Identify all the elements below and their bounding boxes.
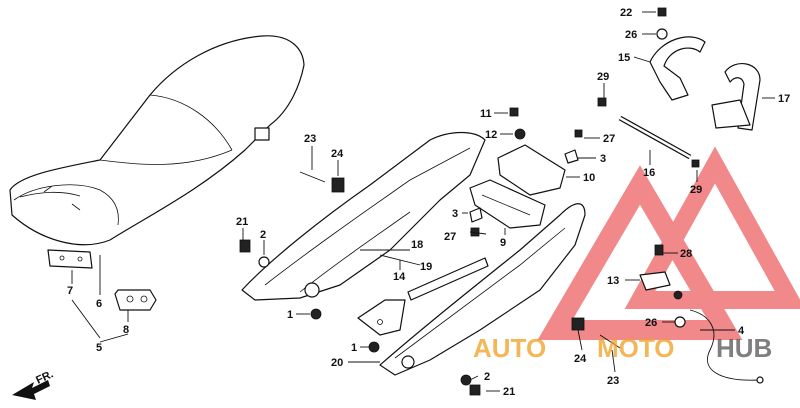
strip-19 [407, 257, 489, 301]
callout-16: 16 [643, 167, 655, 179]
callout-29: 29 [597, 71, 609, 83]
callout-4: 4 [738, 325, 745, 337]
callout-29: 29 [690, 184, 702, 196]
callout-27: 27 [603, 133, 615, 145]
watermark-auto: AUTO [473, 333, 546, 363]
watermark-hub: HUB [716, 333, 772, 363]
watermark-moto: MOTO [597, 333, 675, 363]
watermark-logo [537, 146, 800, 340]
watermark-text: AUTO MOTO HUB [473, 333, 772, 363]
seat-bracket-8 [114, 289, 157, 311]
rod-16 [618, 115, 692, 160]
callout-18: 18 [411, 239, 423, 251]
side-cover-right [379, 203, 586, 376]
callout-19: 19 [420, 261, 432, 273]
seat-bracket-7 [47, 249, 93, 269]
callout-2: 2 [484, 371, 490, 383]
callout-5: 5 [96, 342, 102, 354]
callout-21: 21 [503, 386, 515, 398]
callout-17: 17 [778, 93, 790, 105]
callout-27: 27 [444, 231, 456, 243]
callout-2: 2 [260, 229, 266, 241]
seat [9, 35, 305, 246]
tail-housing-10 [497, 144, 566, 196]
hardware [239, 7, 700, 396]
callout-labels: 22 26 15 17 29 11 12 27 3 16 10 29 23 24… [67, 7, 790, 398]
callout-8: 8 [123, 324, 129, 336]
callout-1: 1 [287, 309, 293, 321]
callout-26: 26 [625, 29, 637, 41]
callout-26: 26 [645, 317, 657, 329]
callout-7: 7 [67, 285, 73, 297]
callout-3: 3 [452, 208, 458, 220]
callout-6: 6 [96, 298, 102, 310]
callout-13: 13 [607, 275, 619, 287]
front-label: FR. [34, 368, 55, 386]
callout-9: 9 [500, 237, 506, 249]
grab-rail-15 [649, 36, 706, 101]
side-cover-left [241, 131, 486, 301]
callout-12: 12 [485, 129, 497, 141]
callout-14: 14 [393, 271, 406, 283]
callout-23: 23 [304, 133, 316, 145]
bracket-9 [469, 179, 546, 229]
seat-lock-13 [639, 271, 683, 300]
grab-rail-17 [711, 63, 761, 131]
callout-15: 15 [618, 52, 630, 64]
callout-3: 3 [600, 153, 606, 165]
leader-lines [71, 11, 775, 392]
callout-24: 24 [574, 353, 587, 365]
callout-24: 24 [331, 148, 344, 160]
callout-28: 28 [680, 248, 692, 260]
callout-20: 20 [331, 357, 343, 369]
callout-22: 22 [620, 7, 632, 19]
plate-14 [357, 299, 406, 336]
callout-10: 10 [583, 172, 595, 184]
callout-21: 21 [236, 216, 248, 228]
callout-23: 23 [607, 375, 619, 387]
cable-4 [689, 309, 764, 384]
callout-11: 11 [480, 108, 492, 120]
front-arrow: FR. [12, 368, 55, 400]
callout-1: 1 [351, 342, 357, 354]
